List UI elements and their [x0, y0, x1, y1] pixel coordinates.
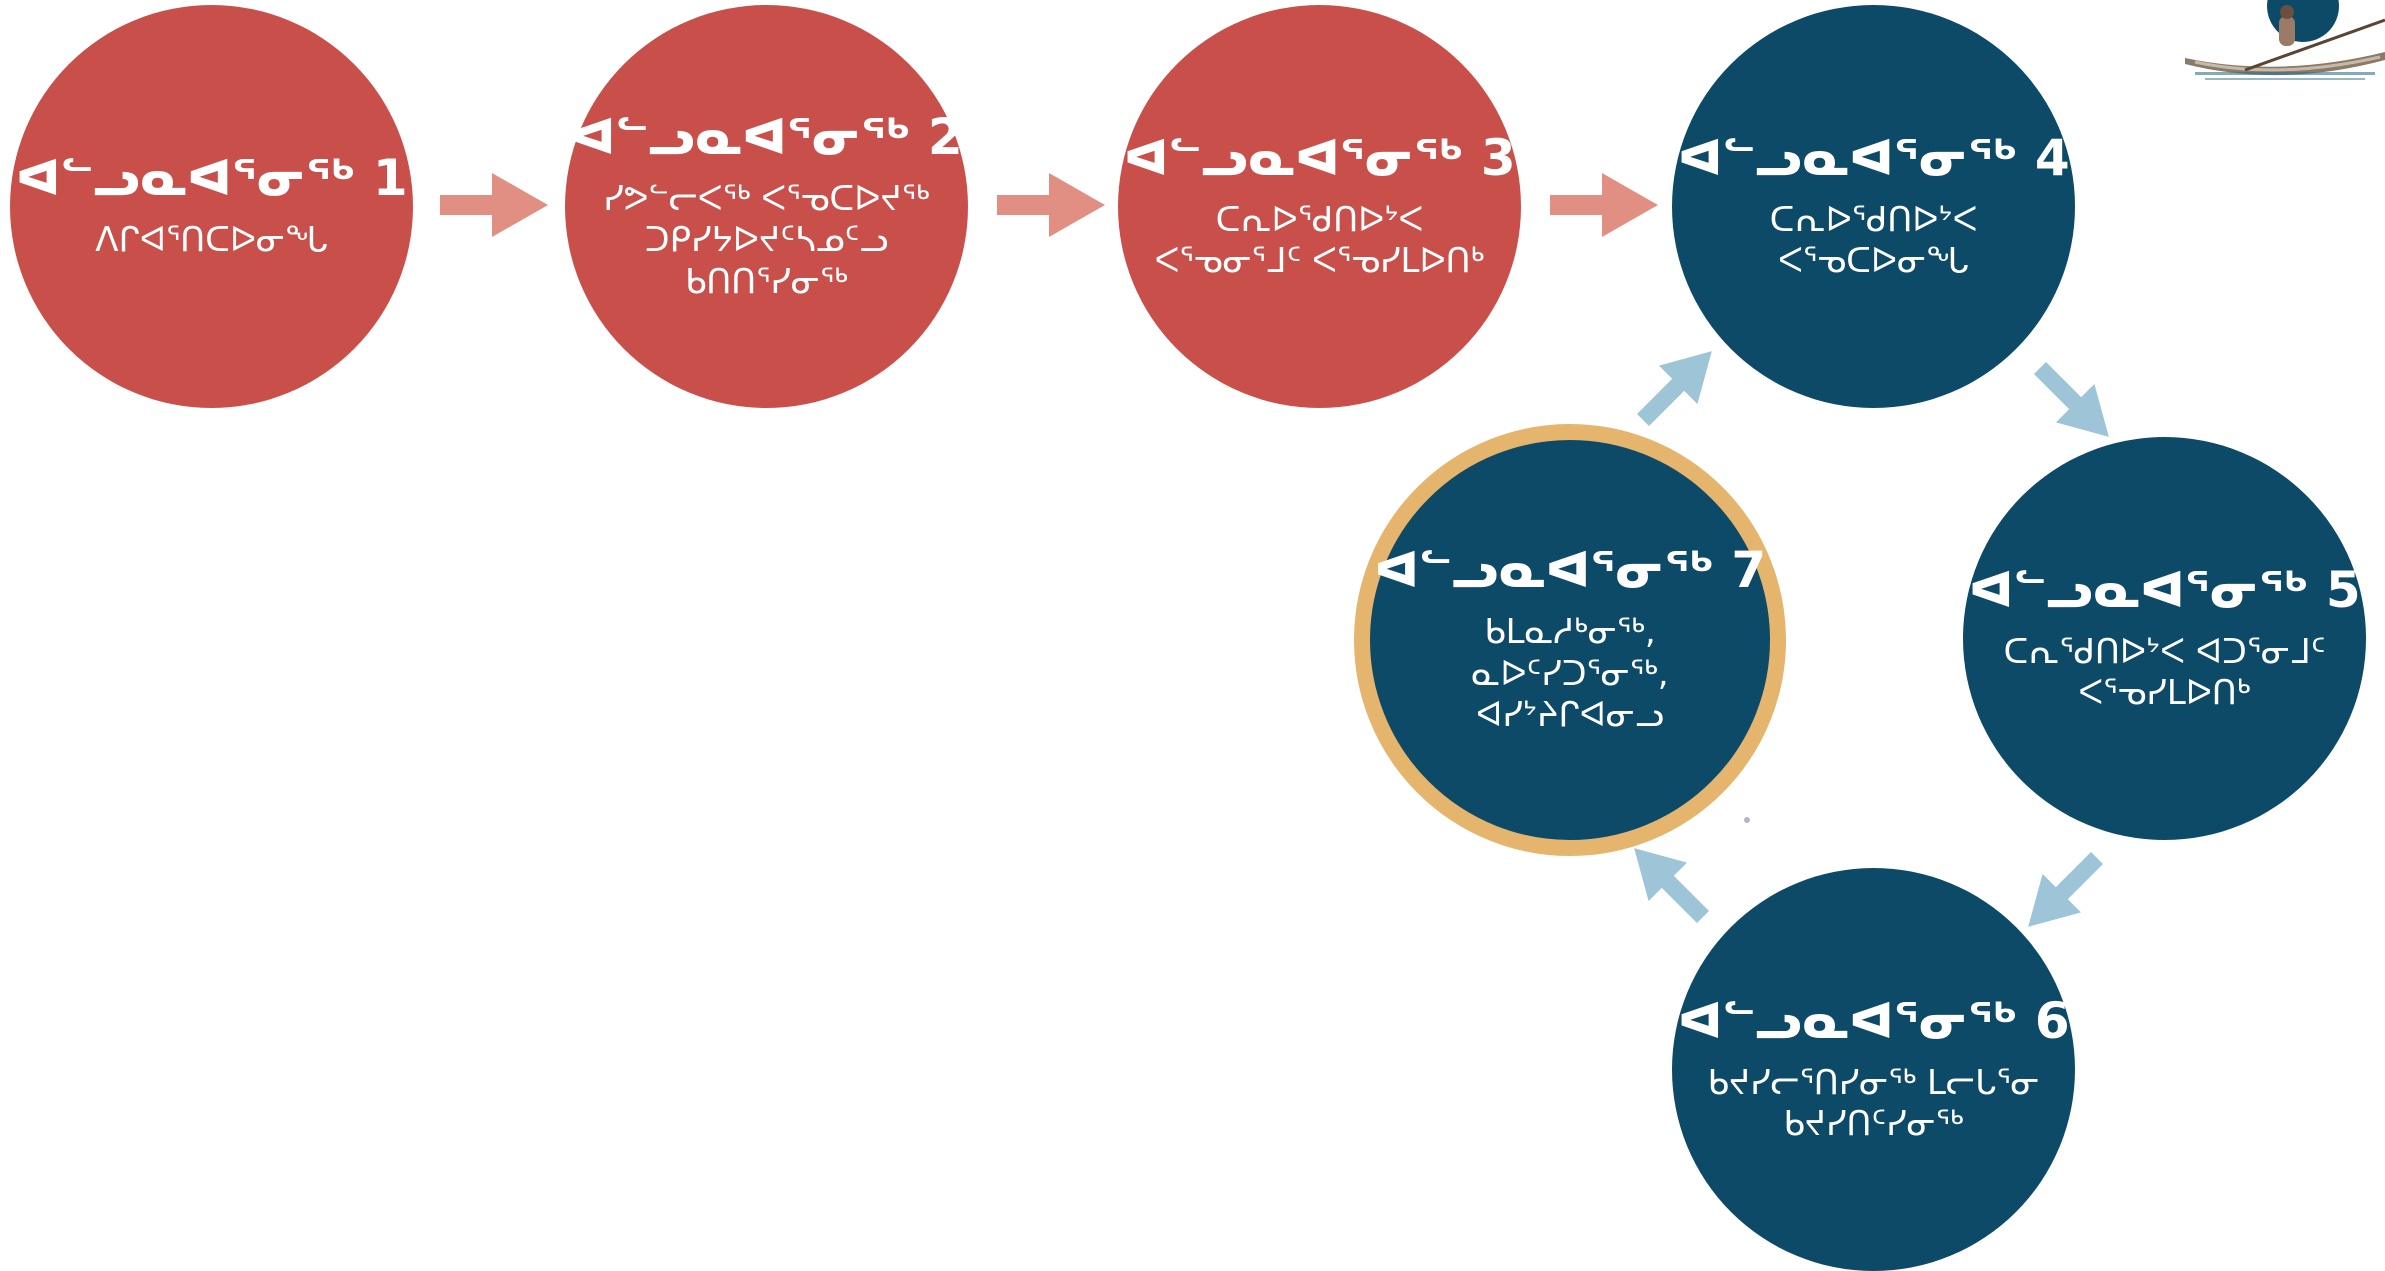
step-4-title: ᐊᓪᓗᓇᐊᕐᓂᖅ 4	[1677, 128, 2070, 187]
step-7-description: ᑲᒪᓇᓱᒃᓂᖅ, ᓇᐅᑦᓯᑐᕐᓂᖅ, ᐊᓯᔾᔨᒋᐊᓂᓗ	[1471, 612, 1669, 736]
step-4-circle: ᐊᓪᓗᓇᐊᕐᓂᖅ 4 ᑕᕆᐅᕐᑯᑎᐅᔾᐸ ᐸᕐᓀᑕᐅᓂᖓ	[1672, 5, 2075, 408]
step-5-circle: ᐊᓪᓗᓇᐊᕐᓂᖅ 5 ᑕᕆᕐᑯᑎᐅᔾᐸ ᐊᑐᕐᓂᒧᑦ ᐸᕐᓀᓯᒪᐅᑎᒃ	[1963, 437, 2366, 840]
step-5-description: ᑕᕆᕐᑯᑎᐅᔾᐸ ᐊᑐᕐᓂᒧᑦ ᐸᕐᓀᓯᒪᐅᑎᒃ	[2003, 631, 2326, 713]
arrow-step6-to-step7	[1634, 848, 1710, 924]
step-3-description: ᑕᕆᐅᕐᑯᑎᐅᔾᐸ ᐸᕐᓀᓂᕐᒧᑦ ᐸᕐᓀᓯᒪᐅᑎᒃ	[1154, 199, 1485, 281]
step-2-description: ᓯᕗᓪᓕᐸᕐᒃ ᐸᕐᓀᑕᐅᔪᕐᒃ ᑐᑭᓯᔭᐅᔪᑦᓴᓄᑦᓗ ᑲᑎᑎᕐᓯᓂᖅ	[603, 178, 930, 302]
arrow-step5-to-step6	[2028, 851, 2104, 927]
step-7-circle: ᐊᓪᓗᓇᐊᕐᓂᖅ 7 ᑲᒪᓇᓱᒃᓂᖅ, ᓇᐅᑦᓯᑐᕐᓂᖅ, ᐊᓯᔾᔨᒋᐊᓂᓗ	[1354, 424, 1786, 856]
step-6-description: ᑲᔪᓯᓕᕐᑎᓯᓂᖅ ᒪᓕᒐᕐᓂ ᑲᔪᓯᑎᑦᓯᓂᖅ	[1707, 1062, 2040, 1144]
step-3-title: ᐊᓪᓗᓇᐊᕐᓂᖅ 3	[1123, 128, 1516, 187]
step-1-description: ᐱᒋᐊᕐᑎᑕᐅᓂᖓ	[95, 220, 328, 261]
step-7-title: ᐊᓪᓗᓇᐊᕐᓂᖅ 7	[1373, 541, 1767, 600]
step-4-description: ᑕᕆᐅᕐᑯᑎᐅᔾᐸ ᐸᕐᓀᑕᐅᓂᖓ	[1769, 199, 1978, 281]
step-2-circle: ᐊᓪᓗᓇᐊᕐᓂᖅ 2 ᓯᕗᓪᓕᐸᕐᒃ ᐸᕐᓀᑕᐅᔪᕐᒃ ᑐᑭᓯᔭᐅᔪᑦᓴᓄᑦᓗ …	[565, 5, 968, 408]
step-1-circle: ᐊᓪᓗᓇᐊᕐᓂᖅ 1 ᐱᒋᐊᕐᑎᑕᐅᓂᖓ	[10, 5, 413, 408]
kayak-logo-icon	[2185, 0, 2385, 80]
step-1-title: ᐊᓪᓗᓇᐊᕐᓂᖅ 1	[15, 149, 408, 208]
arrow-step7-to-step4	[1636, 351, 1712, 427]
step-5-title: ᐊᓪᓗᓇᐊᕐᓂᖅ 5	[1968, 560, 2361, 619]
decorative-dot	[1744, 817, 1750, 823]
step-6-circle: ᐊᓪᓗᓇᐊᕐᓂᖅ 6 ᑲᔪᓯᓕᕐᑎᓯᓂᖅ ᒪᓕᒐᕐᓂ ᑲᔪᓯᑎᑦᓯᓂᖅ	[1672, 868, 2075, 1271]
step-2-title: ᐊᓪᓗᓇᐊᕐᓂᖅ 2	[570, 107, 963, 166]
arrow-step4-to-step5	[2033, 361, 2109, 437]
step-3-circle: ᐊᓪᓗᓇᐊᕐᓂᖅ 3 ᑕᕆᐅᕐᑯᑎᐅᔾᐸ ᐸᕐᓀᓂᕐᒧᑦ ᐸᕐᓀᓯᒪᐅᑎᒃ	[1118, 5, 1521, 408]
step-6-title: ᐊᓪᓗᓇᐊᕐᓂᖅ 6	[1677, 991, 2070, 1050]
